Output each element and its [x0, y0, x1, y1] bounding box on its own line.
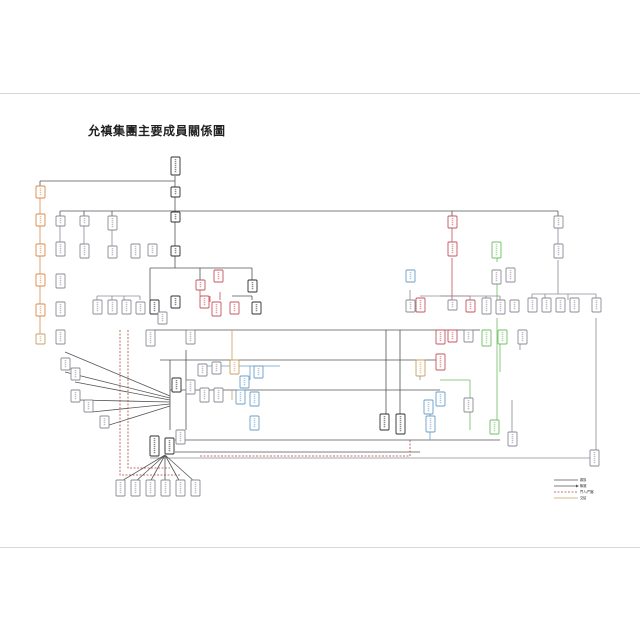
legend-row-disciple: 門人/門客 — [554, 489, 595, 494]
member-nodes — [35, 156, 602, 497]
legend-label-disciple: 門人/門客 — [580, 489, 595, 494]
legend-label-marriage: 聯姻 — [580, 483, 586, 488]
diagram-sheet — [0, 93, 640, 548]
legend-row-association: 交結 — [554, 495, 587, 500]
connector-lines — [39, 176, 597, 483]
legend-label-kin: 親族 — [580, 477, 587, 482]
legend: 親族 聯姻 門人/門客 交結 — [554, 477, 595, 500]
diagram-title: 允禛集團主要成員關係圖 — [88, 124, 226, 138]
legend-arrow-icon — [576, 484, 579, 488]
legend-row-marriage: 聯姻 — [554, 483, 586, 488]
legend-row-kin: 親族 — [554, 477, 587, 482]
legend-label-association: 交結 — [580, 495, 587, 500]
